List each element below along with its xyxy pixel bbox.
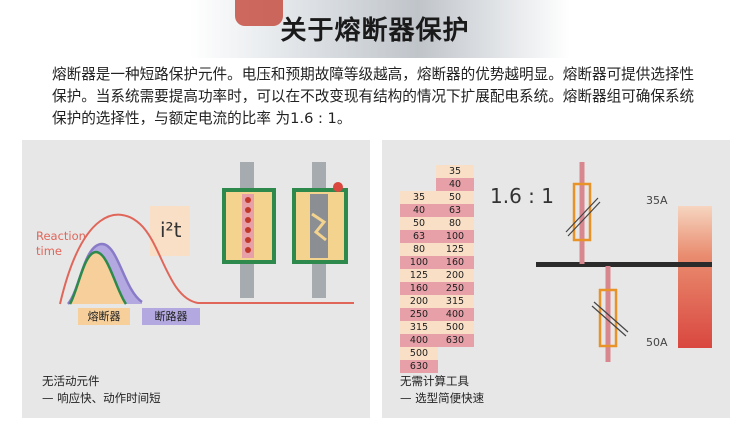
header-background-fuse-shape (235, 0, 283, 26)
intro-paragraph: 熔断器是一种短路保护元件。电压和预期故障等级越高，熔断器的优势越明显。熔断器可提… (52, 66, 695, 127)
lower-rating-label: 50A (646, 336, 668, 349)
selectivity-illustration (536, 162, 712, 362)
rating-cell: 100 (400, 256, 438, 269)
right-note-line2: — 选型简便快速 (400, 391, 485, 405)
rating-cell: 100 (436, 230, 474, 243)
ratio-label: 1.6 : 1 (490, 184, 554, 208)
legend-breaker: 断路器 (142, 308, 200, 325)
rating-cell: 250 (400, 308, 438, 321)
rating-cell: 160 (400, 282, 438, 295)
rating-cell: 200 (436, 269, 474, 282)
right-note-line1: 无需计算工具 (400, 374, 469, 388)
busbar (536, 262, 712, 267)
rating-cell: 80 (436, 217, 474, 230)
legend-fuse: 熔断器 (78, 308, 130, 325)
upper-rating-label: 35A (646, 194, 668, 207)
rating-cell: 315 (400, 321, 438, 334)
rating-cell: 400 (436, 308, 474, 321)
rating-cell: 35 (436, 165, 474, 178)
rating-cell: 630 (436, 334, 474, 347)
reaction-label-line1: Reaction (36, 229, 86, 243)
rating-cell: 40 (436, 178, 474, 191)
page-title: 关于熔断器保护 (280, 16, 470, 46)
left-note-line2: — 响应快、动作时间短 (42, 391, 161, 405)
rating-cell: 400 (400, 334, 438, 347)
fuse-curve (68, 250, 128, 305)
lower-fuse (591, 266, 629, 362)
rating-cell: 315 (436, 295, 474, 308)
upper-fuse (565, 162, 601, 264)
reaction-time-illustration (59, 162, 354, 305)
rating-cell: 200 (400, 295, 438, 308)
rating-cell: 125 (400, 269, 438, 282)
fuse-energy-area (70, 252, 126, 304)
rating-cell: 63 (436, 204, 474, 217)
rating-cell: 500 (400, 347, 438, 360)
fuse-cross-section-blown (292, 162, 348, 298)
rating-cell: 125 (436, 243, 474, 256)
current-rating-bar (678, 206, 712, 348)
i2t-label: i²t (160, 218, 182, 242)
rating-cell: 50 (436, 191, 474, 204)
rating-cell: 500 (436, 321, 474, 334)
left-note-line1: 无活动元件 (42, 374, 100, 388)
rating-cell: 35 (400, 191, 438, 204)
rating-cell: 160 (436, 256, 474, 269)
reaction-time-curve (59, 213, 354, 305)
rating-cell: 50 (400, 217, 438, 230)
reaction-label-line2: time (36, 244, 62, 258)
rating-cell: 250 (436, 282, 474, 295)
rating-cell: 80 (400, 243, 438, 256)
rating-cell: 63 (400, 230, 438, 243)
rating-cell: 40 (400, 204, 438, 217)
rating-cell: 630 (400, 360, 438, 373)
reaction-time-panel: Reaction time i²t 熔断器 断路器 无活动元件 — 响应快、动作… (22, 140, 370, 418)
fuse-cross-section-intact (222, 162, 276, 298)
